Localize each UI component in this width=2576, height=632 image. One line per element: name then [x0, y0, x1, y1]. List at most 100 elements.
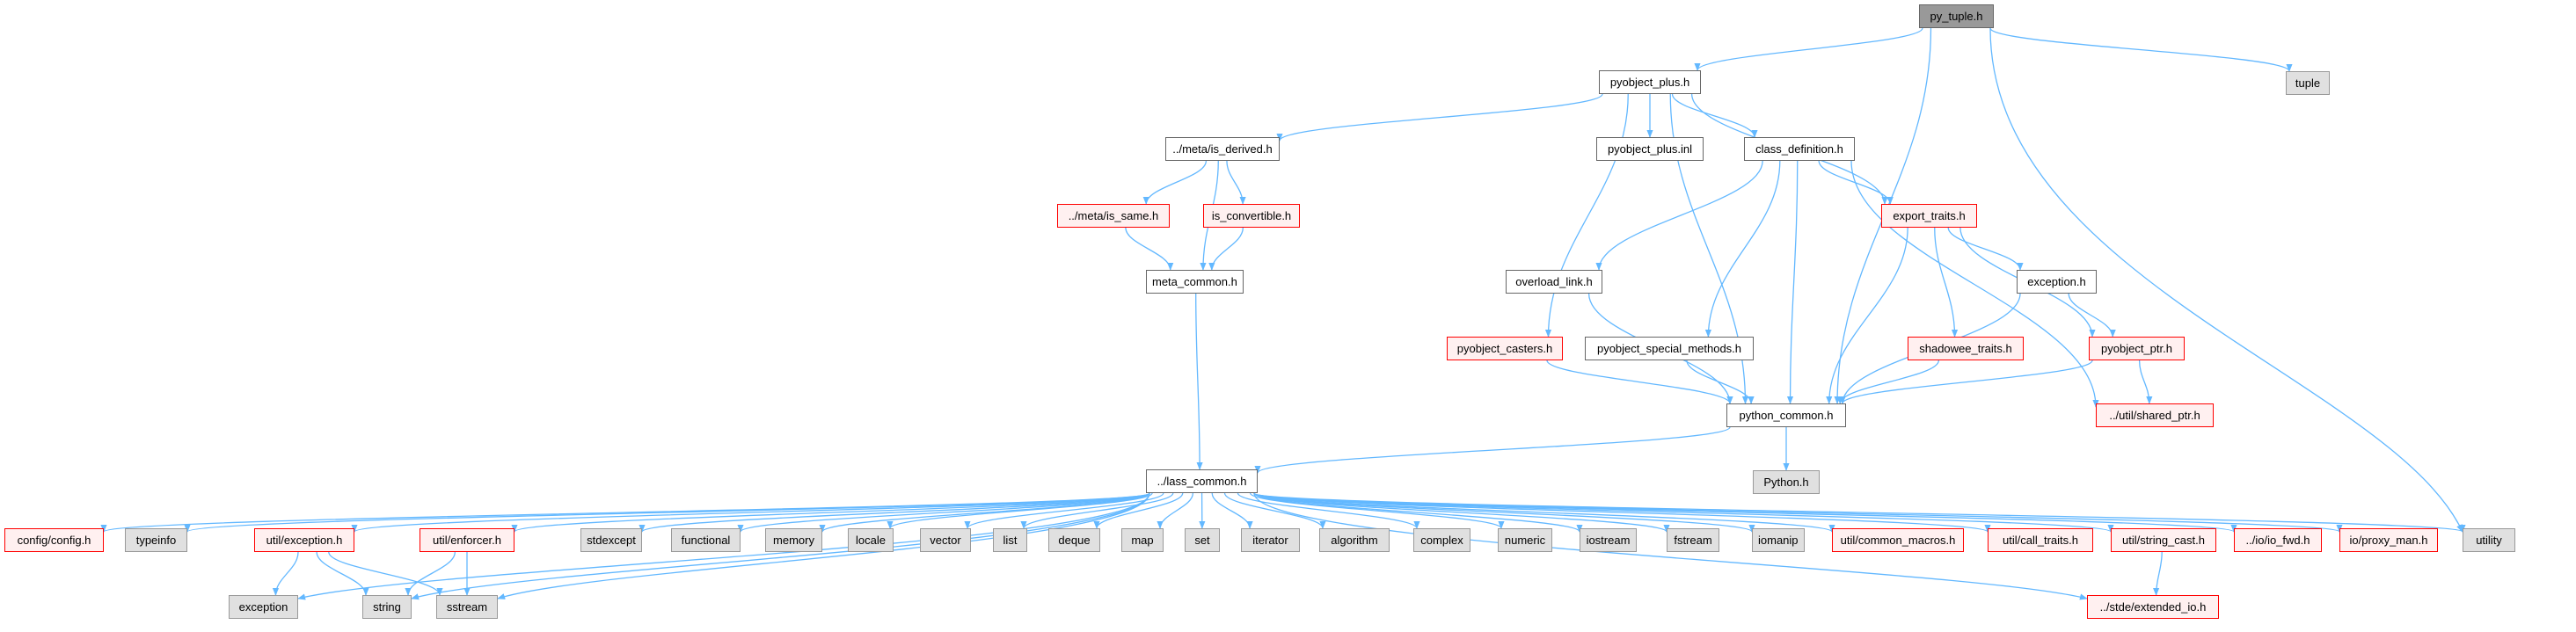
edge-lass-common-to-exception-std — [297, 492, 1150, 600]
graph-node-list[interactable]: list — [993, 528, 1027, 552]
graph-node-numeric[interactable]: numeric — [1498, 528, 1552, 552]
edge-lass-common-to-typeinfo — [184, 492, 1150, 533]
graph-node-util-enforcer[interactable]: util/enforcer.h — [420, 528, 514, 552]
edge-py-tuple-to-tuple — [1989, 27, 2293, 72]
graph-node-shared-ptr[interactable]: ../util/shared_ptr.h — [2096, 403, 2214, 427]
edge-is-derived-to-is-same — [1142, 160, 1208, 205]
graph-node-deque[interactable]: deque — [1048, 528, 1100, 552]
edge-lass-common-to-vector — [964, 492, 1164, 529]
edge-class-definition-to-overload-link — [1595, 160, 1763, 271]
edge-lass-common-to-stdexcept — [639, 492, 1150, 533]
graph-node-set[interactable]: set — [1185, 528, 1220, 552]
graph-node-fstream[interactable]: fstream — [1667, 528, 1719, 552]
edge-class-definition-to-shared-ptr — [1850, 160, 2099, 408]
graph-node-exception-std[interactable]: exception — [229, 595, 298, 619]
graph-node-functional[interactable]: functional — [671, 528, 741, 552]
edge-lass-common-to-numeric — [1249, 492, 1505, 529]
graph-node-is-same[interactable]: ../meta/is_same.h — [1057, 204, 1170, 228]
edge-export-traits-to-shadowee-traits — [1934, 227, 1959, 338]
edge-meta-common-to-lass-common — [1195, 293, 1203, 470]
edge-py-tuple-to-pyobject-plus — [1694, 27, 1923, 71]
graph-node-meta-common[interactable]: meta_common.h — [1146, 270, 1244, 294]
graph-node-sstream[interactable]: sstream — [436, 595, 498, 619]
graph-node-export-traits[interactable]: export_traits.h — [1881, 204, 1977, 228]
edge-lass-common-to-utility — [1253, 492, 2465, 533]
edge-is-same-to-meta-common — [1125, 227, 1174, 271]
graph-node-pyobject-ptr[interactable]: pyobject_ptr.h — [2089, 337, 2185, 360]
edge-util-enforcer-to-string — [405, 551, 456, 596]
graph-node-extended-io[interactable]: ../stde/extended_io.h — [2087, 595, 2219, 619]
graph-node-memory[interactable]: memory — [765, 528, 822, 552]
edge-lass-common-to-memory — [819, 492, 1150, 533]
edge-lass-common-to-iostream — [1253, 492, 1583, 533]
edge-python-common-to-lass-common — [1254, 426, 1731, 474]
graph-node-iostream[interactable]: iostream — [1580, 528, 1637, 552]
graph-node-shadowee-traits[interactable]: shadowee_traits.h — [1908, 337, 2024, 360]
graph-node-pyobject-special-methods[interactable]: pyobject_special_methods.h — [1585, 337, 1754, 360]
edge-lass-common-to-string-cast — [1253, 492, 2114, 533]
graph-node-pyobject-plus-inl[interactable]: pyobject_plus.inl — [1596, 137, 1704, 161]
edge-util-exception-to-string — [316, 551, 369, 596]
graph-node-is-derived[interactable]: ../meta/is_derived.h — [1165, 137, 1280, 161]
graph-node-proxy-man[interactable]: io/proxy_man.h — [2339, 528, 2438, 552]
edge-pyobject-plus-to-pyobject-casters — [1544, 93, 1629, 338]
edge-lass-common-to-list — [1020, 492, 1174, 529]
edge-pyobject-casters-to-python-common — [1546, 360, 1733, 404]
graph-node-lass-common[interactable]: ../lass_common.h — [1146, 469, 1258, 493]
graph-node-string-cast[interactable]: util/string_cast.h — [2111, 528, 2216, 552]
graph-node-class-definition[interactable]: class_definition.h — [1744, 137, 1855, 161]
graph-node-locale[interactable]: locale — [848, 528, 894, 552]
graph-node-map[interactable]: map — [1121, 528, 1164, 552]
graph-node-python-common[interactable]: python_common.h — [1726, 403, 1846, 427]
graph-node-algorithm[interactable]: algorithm — [1319, 528, 1390, 552]
edge-lass-common-to-iterator — [1211, 492, 1253, 529]
edge-lass-common-to-deque — [1093, 492, 1184, 529]
edge-util-exception-to-sstream — [328, 551, 443, 596]
graph-node-complex[interactable]: complex — [1413, 528, 1470, 552]
edge-class-definition-to-pyobject-special-methods — [1704, 160, 1781, 338]
edge-pyobject-plus-to-class-definition — [1671, 93, 1758, 138]
graph-node-iomanip[interactable]: iomanip — [1752, 528, 1805, 552]
edge-pyobject-plus-to-is-derived — [1276, 93, 1603, 142]
graph-node-is-convertible[interactable]: is_convertible.h — [1203, 204, 1300, 228]
graph-node-py-tuple: py_tuple.h — [1919, 4, 1994, 28]
edge-string-cast-to-extended-io — [2153, 551, 2163, 596]
graph-node-pyobject-casters[interactable]: pyobject_casters.h — [1447, 337, 1563, 360]
edge-lass-common-to-extended-io — [1253, 492, 2088, 600]
graph-node-string[interactable]: string — [362, 595, 412, 619]
edge-py-tuple-to-utility — [1989, 27, 2463, 533]
edge-exception-h-to-pyobject-ptr — [2068, 293, 2116, 338]
edge-lass-common-to-algorithm — [1223, 492, 1326, 529]
graph-node-pyobject-plus[interactable]: pyobject_plus.h — [1599, 70, 1701, 94]
edge-lass-common-to-locale — [887, 492, 1153, 529]
edge-lass-common-to-util-exception — [351, 492, 1150, 533]
edge-pyobject-special-methods-to-python-common — [1686, 360, 1755, 404]
edge-lass-common-to-complex — [1237, 492, 1420, 529]
edge-class-definition-to-export-traits — [1818, 160, 1894, 205]
edge-lass-common-to-functional — [737, 492, 1150, 533]
edge-export-traits-to-exception-h — [1947, 227, 2024, 271]
graph-node-common-macros[interactable]: util/common_macros.h — [1832, 528, 1964, 552]
graph-node-utility[interactable]: utility — [2463, 528, 2515, 552]
edge-util-exception-to-exception-std — [272, 551, 299, 596]
graph-node-call-traits[interactable]: util/call_traits.h — [1988, 528, 2093, 552]
edge-lass-common-to-util-enforcer — [511, 492, 1150, 533]
graph-node-vector[interactable]: vector — [920, 528, 971, 552]
edge-is-derived-to-is-convertible — [1226, 160, 1246, 205]
edge-lass-common-to-sstream — [497, 492, 1150, 599]
edge-lass-common-to-fstream — [1253, 492, 1670, 533]
graph-node-tuple[interactable]: tuple — [2286, 71, 2330, 95]
graph-node-config[interactable]: config/config.h — [4, 528, 104, 552]
graph-node-exception-h[interactable]: exception.h — [2017, 270, 2097, 294]
graph-node-overload-link[interactable]: overload_link.h — [1506, 270, 1602, 294]
graph-node-iterator[interactable]: iterator — [1241, 528, 1300, 552]
edge-export-traits-to-python-common — [1826, 227, 1908, 404]
edge-is-convertible-to-meta-common — [1208, 227, 1244, 271]
graph-node-python-h[interactable]: Python.h — [1753, 470, 1820, 494]
graph-node-stdexcept[interactable]: stdexcept — [580, 528, 642, 552]
edge-lass-common-to-common-macros — [1253, 492, 1835, 533]
graph-node-io-fwd[interactable]: ../io/io_fwd.h — [2234, 528, 2322, 552]
graph-node-util-exception[interactable]: util/exception.h — [254, 528, 354, 552]
edge-class-definition-to-python-common — [1786, 160, 1799, 404]
graph-node-typeinfo[interactable]: typeinfo — [125, 528, 187, 552]
